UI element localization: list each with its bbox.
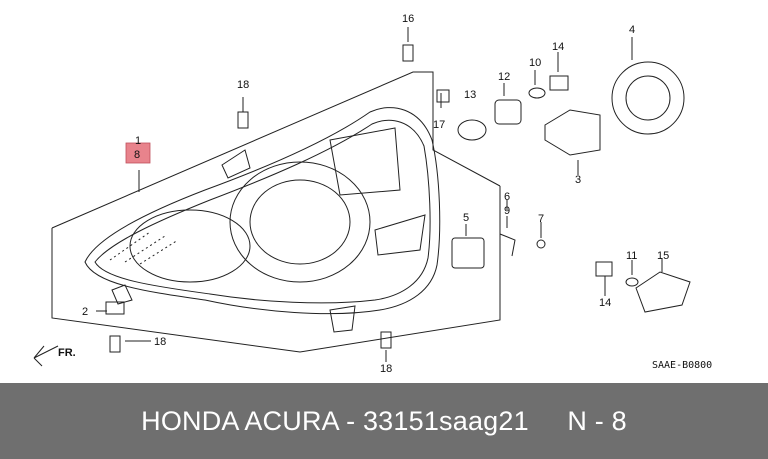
dust-cover-4-inner <box>625 75 671 121</box>
footer-bar: HONDA ACURA - 33151saag21 N - 8 <box>0 383 768 459</box>
callout-4: 4 <box>629 24 635 36</box>
lens-texture <box>109 231 179 265</box>
callout-11: 11 <box>626 250 637 262</box>
upper-reflector <box>329 127 401 196</box>
front-direction-arrow <box>33 345 59 367</box>
dust-cover-4 <box>611 61 685 135</box>
callout-12: 12 <box>498 71 510 83</box>
diagram-canvas: 1 8 2 18 18 18 16 13 17 12 10 14 4 3 5 6… <box>33 13 712 375</box>
callout-3: 3 <box>575 174 581 186</box>
side-marker-lens <box>374 214 426 256</box>
footer-part-title: HONDA ACURA - 33151saag21 N - 8 <box>141 405 627 436</box>
clip-6-9 <box>499 233 516 257</box>
bolt-18-left <box>109 335 121 353</box>
assembly-bracket-line <box>51 186 501 353</box>
main-reflector <box>229 161 371 283</box>
headlight-housing <box>84 107 441 315</box>
bolt-18-top <box>237 111 249 129</box>
callout-17: 17 <box>433 119 445 131</box>
mount-tab-top <box>221 149 251 179</box>
callout-14-top: 14 <box>552 41 564 53</box>
headlight-bulb-3 <box>544 109 601 156</box>
callout-18-bottom: 18 <box>380 363 392 375</box>
callout-15: 15 <box>657 250 669 262</box>
parts-diagram: 1 8 2 18 18 18 16 13 17 12 10 14 4 3 5 6… <box>33 13 713 375</box>
socket-14-bottom <box>595 261 613 277</box>
headlight-inner-rim <box>94 119 431 304</box>
main-reflector-inner <box>249 179 351 265</box>
direction-label: FR. <box>58 347 76 359</box>
screw-7 <box>536 239 546 249</box>
leveling-motor-5 <box>451 237 485 269</box>
callout-13: 13 <box>464 89 476 101</box>
callout-9: 9 <box>504 205 510 217</box>
callout-2: 2 <box>82 306 88 318</box>
assembly-bracket-top <box>51 71 501 229</box>
clip-16 <box>402 44 414 62</box>
callout-5: 5 <box>463 212 469 224</box>
socket-14-top <box>549 75 569 91</box>
bulb-11 <box>625 277 639 287</box>
mount-tab-right <box>329 305 356 333</box>
callout-14-bottom: 14 <box>599 297 611 309</box>
callout-6: 6 <box>504 191 510 203</box>
bulb-13 <box>457 119 487 141</box>
callout-16: 16 <box>402 13 414 25</box>
callout-1: 1 <box>135 135 141 147</box>
bolt-18-bottom <box>380 331 392 349</box>
callout-10: 10 <box>529 57 541 69</box>
callout-8: 8 <box>134 149 140 161</box>
low-beam-reflector <box>129 209 251 283</box>
highlight-box <box>125 142 151 164</box>
clip-17 <box>436 89 450 103</box>
side-marker-15 <box>635 271 691 313</box>
callout-18-top: 18 <box>237 79 249 91</box>
socket-12 <box>494 99 522 125</box>
bulb-10 <box>528 87 546 99</box>
callout-18-left: 18 <box>154 336 166 348</box>
callout-7: 7 <box>538 213 544 225</box>
nut-2 <box>105 301 125 315</box>
mount-tab-bottom <box>111 284 133 305</box>
drawing-code: SAAE-B0800 <box>652 360 712 371</box>
